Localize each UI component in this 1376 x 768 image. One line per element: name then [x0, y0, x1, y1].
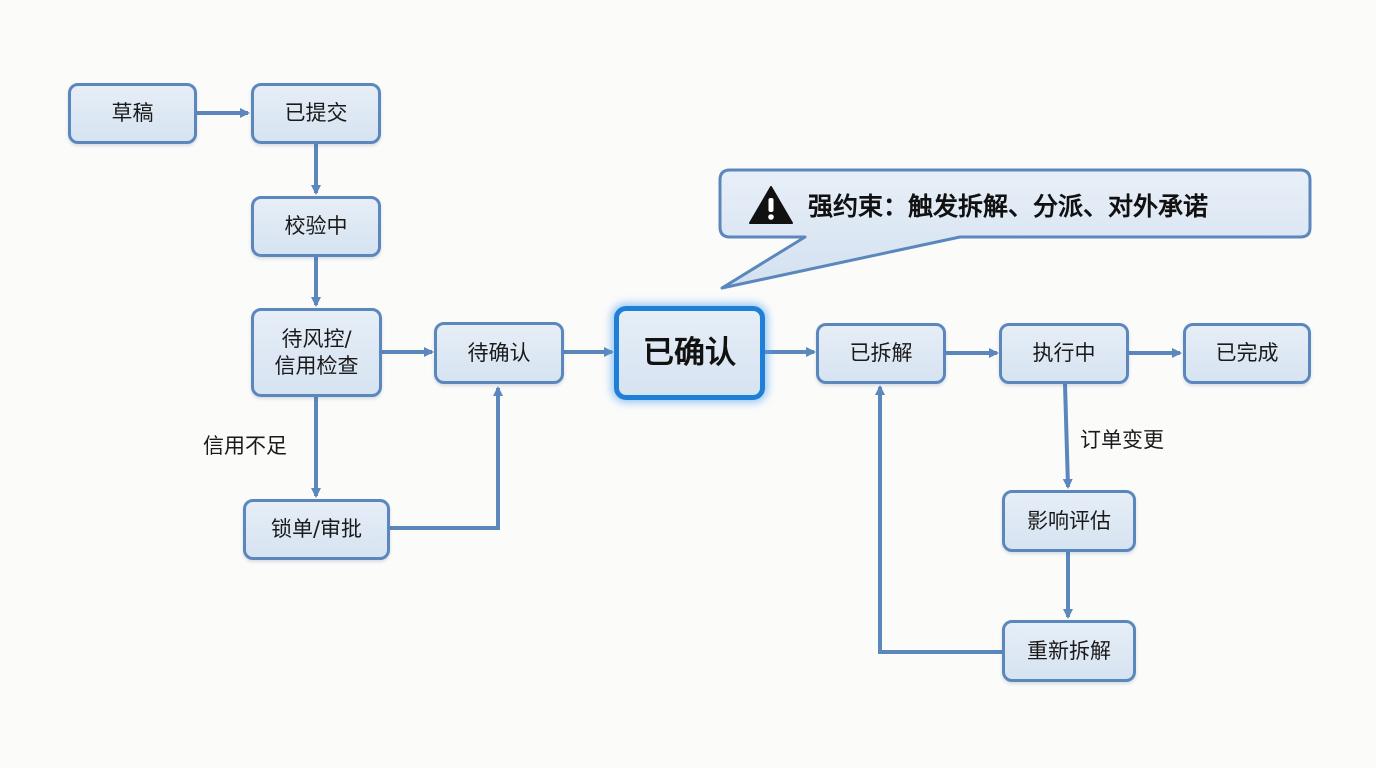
callout-bubble	[718, 168, 1312, 290]
node-submitted[interactable]: 已提交	[251, 83, 381, 144]
node-confirmed[interactable]: 已确认	[614, 306, 765, 400]
callout: 强约束：触发拆解、分派、对外承诺	[748, 180, 1208, 230]
edge-resplit-split	[875, 385, 1002, 654]
node-lock-approve[interactable]: 锁单/审批	[243, 499, 390, 560]
node-split[interactable]: 已拆解	[816, 323, 946, 384]
node-risk-check[interactable]: 待风控/ 信用检查	[251, 308, 382, 397]
node-draft[interactable]: 草稿	[68, 83, 197, 144]
node-impact-assess[interactable]: 影响评估	[1002, 490, 1136, 552]
callout-text: 强约束：触发拆解、分派、对外承诺	[808, 192, 1209, 221]
node-completed[interactable]: 已完成	[1183, 323, 1311, 384]
node-validating[interactable]: 校验中	[251, 196, 381, 257]
node-executing[interactable]: 执行中	[999, 323, 1129, 384]
node-re-split[interactable]: 重新拆解	[1002, 620, 1136, 682]
edge-label-credit-insufficient: 信用不足	[203, 434, 287, 458]
edge-executing-impact	[1062, 383, 1073, 489]
edge-lock-pending	[390, 386, 503, 530]
warning-icon	[749, 186, 793, 224]
edge-label-order-change: 订单变更	[1080, 428, 1164, 452]
node-pending-confirm[interactable]: 待确认	[434, 322, 564, 384]
